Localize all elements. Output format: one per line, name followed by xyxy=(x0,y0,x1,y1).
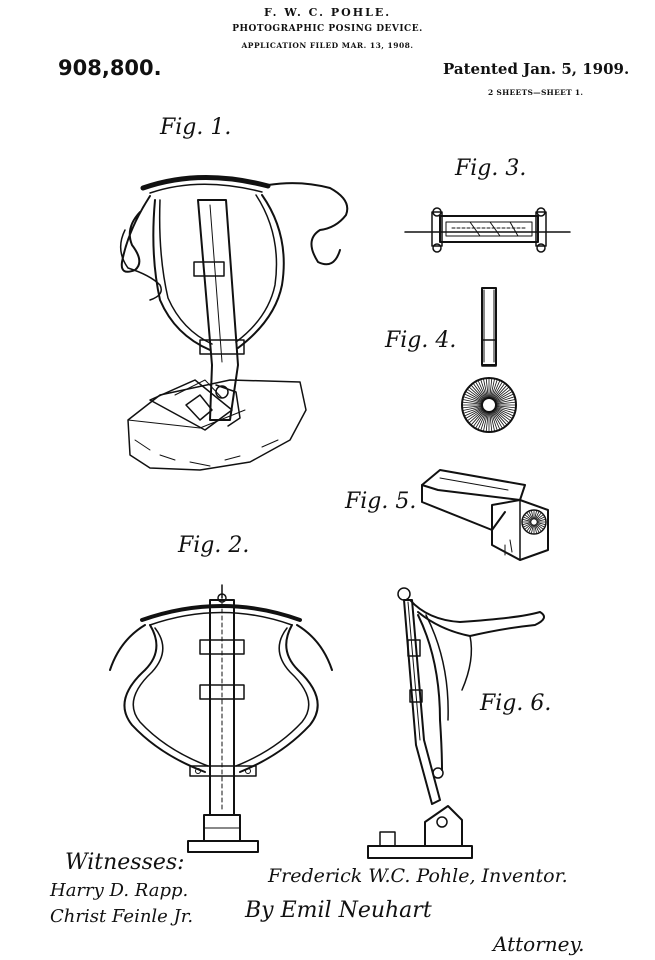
witness-1-signature: Harry D. Rapp. xyxy=(50,880,189,901)
figure-6-drawing xyxy=(367,587,545,859)
application-filed: APPLICATION FILED MAR. 13, 1908. xyxy=(241,41,414,50)
figure-3-label: Fig. 3. xyxy=(454,156,526,181)
figure-5-drawing xyxy=(421,469,549,561)
patent-title: PHOTOGRAPHIC POSING DEVICE. xyxy=(232,24,423,34)
sheet-count: 2 SHEETS—SHEET 1. xyxy=(488,88,584,97)
inventor-name: F. W. C. POHLE. xyxy=(263,6,392,19)
figure-1-label: Fig. 1. xyxy=(159,115,231,140)
figure-6-label: Fig. 6. xyxy=(479,691,551,716)
attorney-label: Attorney. xyxy=(493,932,585,956)
attorney-signature: By Emil Neuhart xyxy=(245,898,432,923)
figure-4-label: Fig. 4. xyxy=(384,328,456,353)
witness-2-signature: Christ Feinle Jr. xyxy=(50,906,194,927)
figure-2-drawing xyxy=(109,584,333,853)
inventor-signature: Frederick W.C. Pohle, Inventor. xyxy=(268,865,568,887)
patent-number: 908,800. xyxy=(58,56,162,80)
figure-1-drawing xyxy=(119,175,349,471)
figure-4-drawing xyxy=(461,287,517,433)
witnesses-label: Witnesses: xyxy=(65,850,185,875)
figure-5-label: Fig. 5. xyxy=(344,489,416,514)
patent-date: Patented Jan. 5, 1909. xyxy=(443,60,630,78)
figure-2-label: Fig. 2. xyxy=(177,533,249,558)
figure-3-drawing xyxy=(404,207,571,253)
